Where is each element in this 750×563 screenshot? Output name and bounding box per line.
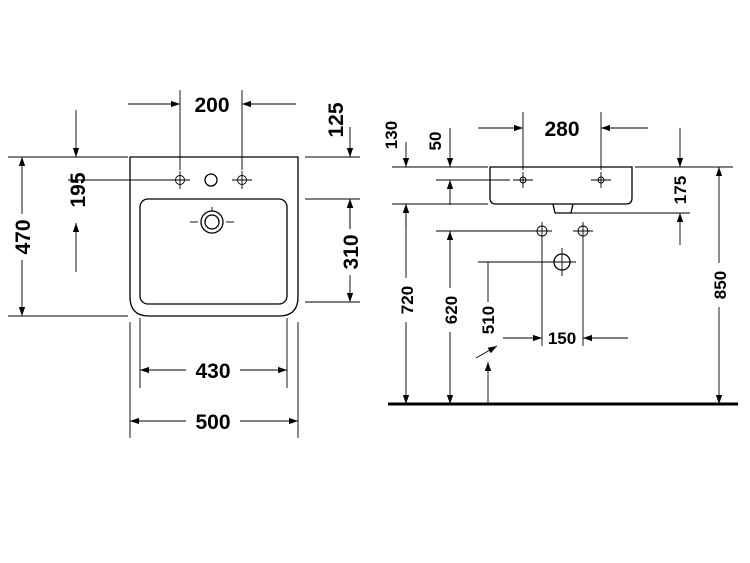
dimension-195: 195 (67, 110, 172, 272)
basin-bowl (139, 198, 288, 305)
dimension-850: 850 (708, 167, 730, 404)
dimension-label: 720 (398, 286, 417, 314)
tap-mark-icon (513, 172, 533, 188)
tap-hole-icon (170, 171, 190, 189)
dimension-label: 200 (194, 94, 229, 117)
tap-hole-icon (232, 171, 252, 189)
dimension-label: 850 (711, 271, 730, 299)
water-supply-icon (532, 222, 552, 240)
dimension-label: 150 (548, 329, 576, 348)
dimension-label: 125 (325, 102, 348, 137)
dimension-label: 620 (442, 296, 461, 324)
water-supply-icon (573, 222, 593, 240)
tap-hole-icon (204, 173, 218, 187)
dimension-label: 195 (67, 172, 90, 207)
drain-icon (190, 207, 234, 234)
dimension-label: 280 (544, 118, 579, 141)
dimension-label: 500 (195, 411, 230, 434)
dimension-500: 500 (129, 322, 299, 438)
dimension-125: 125 (305, 102, 360, 232)
dimension-470: 470 (8, 156, 128, 317)
dimension-620: 620 (436, 230, 532, 404)
dimension-50: 50 (426, 128, 510, 205)
dimension-label: 130 (382, 121, 401, 149)
side-view: 280 130 50 175 (382, 112, 738, 406)
dimension-label: 470 (12, 219, 35, 254)
basin-side-outline (489, 166, 633, 205)
dimension-150: 150 (503, 240, 628, 348)
basin-outline (129, 156, 299, 317)
dimension-280: 280 (478, 112, 648, 170)
dimension-label: 50 (426, 132, 445, 151)
dimension-label: 310 (340, 234, 363, 269)
dimension-720: 720 (395, 204, 417, 404)
dimension-label: 430 (195, 360, 230, 383)
waste-pipe-icon (548, 248, 576, 276)
tap-mark-icon (591, 172, 611, 188)
dimension-label: 175 (671, 176, 690, 204)
dimension-430: 430 (139, 318, 288, 388)
dimension-label: 510 (479, 306, 498, 334)
dimension-310: 310 (305, 199, 363, 303)
basin-waste-outlet (552, 203, 574, 214)
top-view: 200 125 195 470 (8, 90, 363, 438)
dimension-200: 200 (128, 90, 296, 170)
dimension-510: 510 (475, 261, 548, 404)
